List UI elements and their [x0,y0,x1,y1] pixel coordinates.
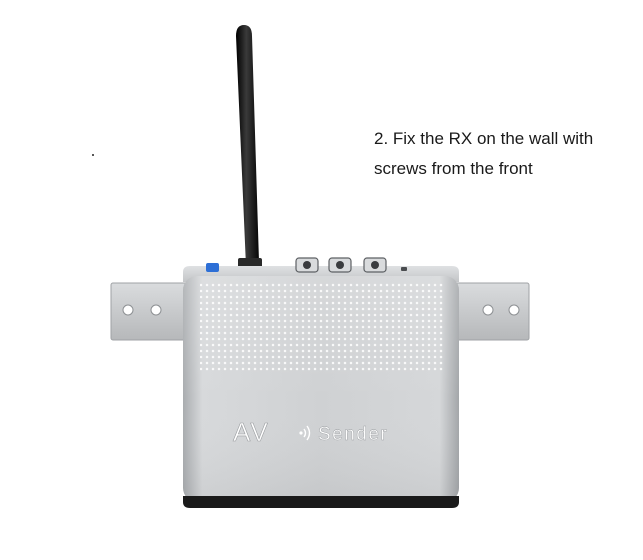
wireless-signal-icon [299,425,311,441]
instruction-caption: 2. Fix the RX on the wall with screws fr… [374,124,639,184]
logo-sender-text: Sender [318,424,388,445]
screw-hole-icon [150,304,162,316]
caption-line-1: 2. Fix the RX on the wall with [374,129,594,148]
stray-dot-mark [92,154,94,156]
device-base [183,496,459,508]
device-body [183,276,459,508]
av-sender-logo: AV Sender [233,417,388,448]
left-wall-bracket [110,282,192,341]
screw-hole-icon [508,304,520,316]
right-wall-bracket [451,282,530,341]
pairing-button [206,263,219,272]
rca-connectors [295,257,387,273]
caption-line-2: screws from the front [374,159,533,178]
screw-hole-icon [122,304,134,316]
antenna [236,25,262,270]
logo-av-text: AV [233,417,270,447]
power-jack [401,267,407,271]
screw-hole-icon [482,304,494,316]
vent-grille [200,281,445,371]
